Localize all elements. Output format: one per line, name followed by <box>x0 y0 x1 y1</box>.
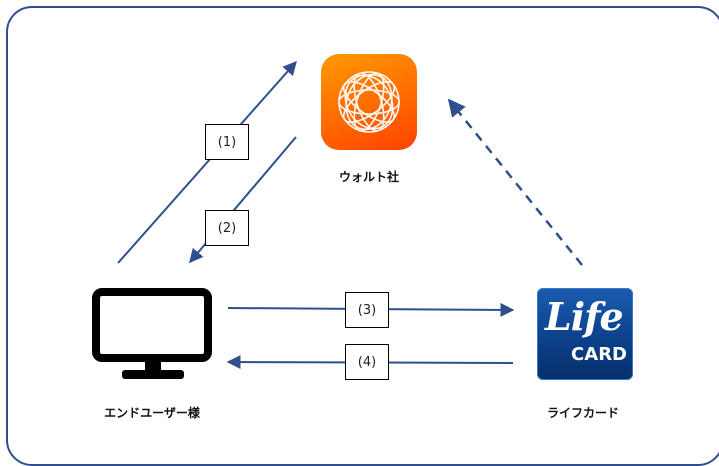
walt-globe-icon <box>338 71 400 133</box>
arrow-user-to-walt <box>117 60 297 264</box>
walt-logo <box>321 54 417 150</box>
monitor-icon <box>92 288 216 388</box>
end-user-label: エンドユーザー様 <box>104 406 200 420</box>
life-card-logo-text-top: Life <box>545 294 624 339</box>
step-4-box: (4) <box>345 344 389 380</box>
step-2-box: (2) <box>205 210 249 246</box>
life-card-logo-text-bottom: CARD <box>571 344 627 365</box>
step-3-box: (3) <box>345 292 389 328</box>
arrow-lifecard-to-walt-dashed <box>447 98 583 266</box>
walt-label: ウォルト社 <box>338 170 399 184</box>
life-card-label: ライフカード <box>546 406 619 420</box>
life-card-logo: Life CARD <box>537 288 633 380</box>
step-1-box: (1) <box>205 124 249 160</box>
